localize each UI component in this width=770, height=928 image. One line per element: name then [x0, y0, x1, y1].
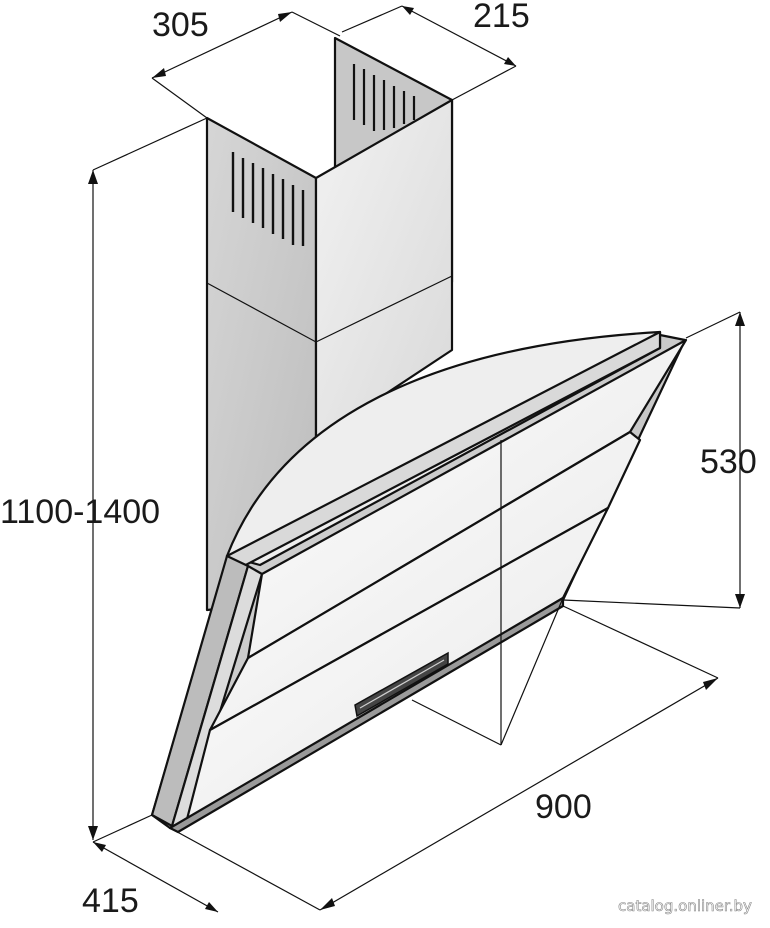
dimension-lines — [92, 5, 741, 913]
watermark: catalog.onliner.by — [618, 897, 752, 915]
dimension-label-chimney-depth: 215 — [473, 0, 530, 35]
dimension-label-chimney-width: 305 — [152, 6, 209, 44]
dimension-label-hood-width: 900 — [535, 788, 592, 826]
dimension-arrows — [88, 6, 745, 912]
chimney-right-face — [314, 98, 454, 442]
hood-body — [150, 330, 688, 834]
dimension-label-hood-depth: 415 — [82, 882, 139, 920]
chimney-seam — [206, 275, 453, 343]
dimension-label-hood-height: 530 — [700, 443, 757, 481]
dimension-label-total-height: 1100-1400 — [0, 493, 160, 531]
glass-panel-middle — [208, 430, 642, 732]
vent-slots-left — [231, 152, 305, 246]
vent-slots-back — [352, 64, 416, 131]
